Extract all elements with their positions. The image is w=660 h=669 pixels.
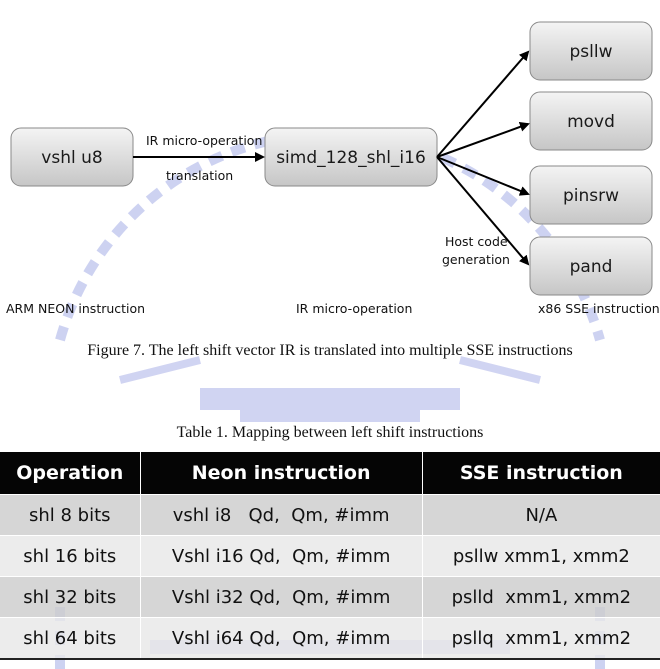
sse-label-psllw: psllw [570, 42, 613, 62]
arrow-to-pand [436, 156, 530, 266]
arrow-label-bottom: translation [166, 168, 233, 183]
ir-operation-box: simd_128_shl_i16 [264, 127, 438, 187]
ir-operation-label: simd_128_shl_i16 [276, 148, 426, 168]
arrow-to-psllw [436, 50, 530, 158]
cell-operation: shl 8 bits [0, 494, 141, 536]
sse-instruction-box-pinsrw: pinsrw [529, 165, 653, 225]
codegen-label-line2: generation [442, 252, 510, 267]
header-sse-instruction: SSE instruction [422, 452, 660, 495]
cell-sse: psllq xmm1, xmm2 [422, 617, 660, 660]
header-operation: Operation [0, 452, 141, 495]
cell-sse: pslld xmm1, xmm2 [422, 576, 660, 618]
cell-neon: Vshl i64 Qd, Qm, #imm [140, 617, 423, 660]
codegen-arrows [436, 50, 530, 266]
cell-operation: shl 64 bits [0, 617, 141, 660]
cell-sse: N/A [422, 494, 660, 536]
translation-diagram: vshl u8 simd_128_shl_i16 psllw movd pins… [6, 21, 660, 316]
sse-instruction-box-psllw: psllw [529, 21, 653, 81]
table-row: shl 16 bits Vshl i16 Qd, Qm, #imm psllw … [0, 535, 660, 577]
neon-instruction-label: vshl u8 [41, 148, 102, 168]
column-label-ir: IR micro-operation [296, 301, 412, 316]
sse-instruction-box-movd: movd [529, 91, 653, 151]
cell-neon: Vshl i16 Qd, Qm, #imm [140, 535, 423, 577]
cell-neon: Vshl i32 Qd, Qm, #imm [140, 576, 423, 618]
cell-operation: shl 32 bits [0, 576, 141, 618]
column-label-sse: x86 SSE instruction [538, 301, 660, 316]
figure-caption: Figure 7. The left shift vector IR is tr… [87, 342, 573, 359]
cell-operation: shl 16 bits [0, 535, 141, 577]
table-row: shl 64 bits Vshl i64 Qd, Qm, #imm psllq … [0, 617, 660, 660]
arrow-to-pinsrw [436, 156, 530, 196]
table-row: shl 32 bits Vshl i32 Qd, Qm, #imm pslld … [0, 576, 660, 618]
table-header-row: Operation Neon instruction SSE instructi… [0, 452, 660, 495]
sse-label-pand: pand [570, 257, 613, 277]
table-row: shl 8 bits vshl i8 Qd, Qm, #imm N/A [0, 494, 660, 536]
codegen-label-line1: Host code [445, 234, 508, 249]
arrow-to-movd [436, 122, 530, 158]
cell-neon: vshl i8 Qd, Qm, #imm [140, 494, 423, 536]
header-neon-instruction: Neon instruction [140, 452, 423, 495]
sse-instruction-box-pand: pand [529, 236, 653, 296]
table-caption: Table 1. Mapping between left shift inst… [176, 424, 484, 441]
cell-sse: psllw xmm1, xmm2 [422, 535, 660, 577]
column-label-neon: ARM NEON instruction [6, 301, 145, 316]
arrow-label-top: IR micro-operation [146, 133, 262, 148]
neon-instruction-box: vshl u8 [10, 127, 134, 187]
sse-label-pinsrw: pinsrw [563, 186, 619, 206]
sse-label-movd: movd [567, 112, 615, 132]
instruction-mapping-table: Operation Neon instruction SSE instructi… [0, 452, 660, 660]
